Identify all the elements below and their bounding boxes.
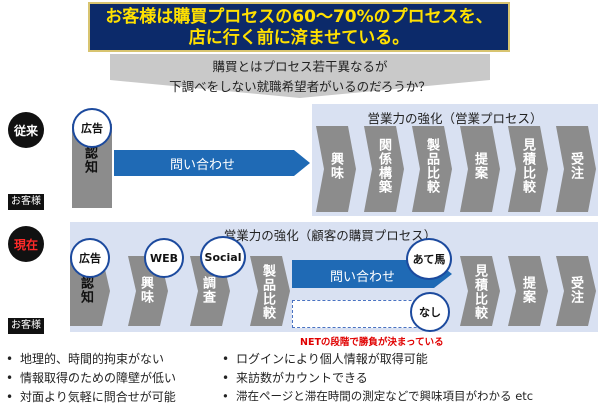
bullet-right-2: • 来訪数がカウントできる: [222, 369, 368, 386]
inquiry-label-current: 問い合わせ: [330, 270, 396, 285]
bullet-left-1: • 地理的、時間的拘束がない: [6, 350, 164, 367]
buying-step-product-compare: 製品比較: [260, 264, 275, 320]
subnote: 購買とはプロセス若干異なるが 下調べをしない就職希望者がいるのだろうか？: [110, 54, 490, 98]
buying-step-interest: 興味: [138, 276, 153, 304]
sales-step-interest: 興味: [328, 152, 343, 180]
customer-label-current: お客様: [8, 318, 44, 334]
social-circle: Social: [200, 236, 246, 278]
bullet-right-1-text: ログインにより個人情報が取得可能: [236, 352, 428, 366]
bullet-dot: •: [222, 389, 229, 403]
buying-step-order: 受注: [568, 276, 583, 304]
bullet-right-2-text: 来訪数がカウントできる: [236, 371, 368, 385]
bullet-dot: •: [6, 371, 14, 385]
bullet-left-1-text: 地理的、時間的拘束がない: [20, 352, 165, 366]
sales-step-relationship: 関係構築: [376, 138, 391, 194]
sales-step-proposal: 提案: [472, 152, 487, 180]
bullet-dot: •: [6, 352, 14, 366]
sales-step-quote-compare: 見積比較: [520, 138, 535, 194]
subnote-arrow-shape: [110, 54, 490, 98]
bullet-dot: •: [6, 390, 14, 404]
ateuma-circle: あて馬: [406, 238, 452, 280]
bullet-right-3: • 滞在ページと滞在時間の測定などで興味項目がわかる etc: [222, 388, 533, 404]
buying-step-awareness: 認知: [78, 276, 93, 304]
sales-step-order: 受注: [568, 152, 583, 180]
inquiry-arrow-before: [114, 150, 310, 176]
nashi-circle: なし: [410, 292, 450, 332]
bullet-dot: •: [222, 371, 230, 385]
subnote-line-1: 購買とはプロセス若干異なるが: [212, 59, 388, 74]
bullet-left-3: • 対面より気軽に問合せが可能: [6, 388, 176, 405]
buying-step-research: 調査: [200, 276, 215, 304]
ad-circle-before: 広告: [72, 108, 112, 148]
bullet-left-3-text: 対面より気軽に問合せが可能: [20, 390, 176, 404]
bullet-right-1: • ログインにより個人情報が取得可能: [222, 350, 428, 367]
subnote-line-2: 下調べをしない就職希望者がいるのだろうか？: [169, 79, 431, 94]
buying-process-title: 営業力の強化（顧客の購買プロセス）: [223, 228, 437, 243]
remaining-step-chevrons: [460, 256, 596, 326]
buying-step-quote-compare: 見積比較: [472, 264, 487, 320]
buying-step-proposal: 提案: [520, 276, 535, 304]
customer-label-before: お客様: [8, 194, 44, 210]
sales-process-title: 営業力の強化（営業プロセス）: [367, 111, 543, 126]
headline-line-1: お客様は購買プロセスの60～70%のプロセスを、: [105, 7, 493, 27]
headline-banner: お客様は購買プロセスの60～70%のプロセスを、 店に行く前に済ませている。: [88, 2, 510, 52]
bullet-dot: •: [222, 352, 230, 366]
bullet-left-2-text: 情報取得のための障壁が低い: [20, 371, 177, 385]
row-tag-before: 従来: [8, 112, 44, 148]
sales-process-panel: [312, 104, 598, 216]
web-circle: WEB: [144, 238, 184, 278]
bullet-right-3-text: 滞在ページと滞在時間の測定などで興味項目がわかる etc: [236, 389, 534, 403]
ad-circle-current: 広告: [70, 238, 110, 278]
sales-step-chevrons: [316, 126, 596, 212]
net-decision-note: NETの段階で勝負が決まっている: [300, 337, 444, 348]
sales-step-product-compare: 製品比較: [424, 138, 439, 194]
row-tag-current: 現在: [8, 226, 44, 262]
headline-line-2: 店に行く前に済ませている。: [188, 28, 410, 48]
bullet-left-2: • 情報取得のための障壁が低い: [6, 369, 176, 386]
awareness-label-before: 認知: [82, 146, 97, 174]
inquiry-label-before: 問い合わせ: [170, 158, 236, 173]
